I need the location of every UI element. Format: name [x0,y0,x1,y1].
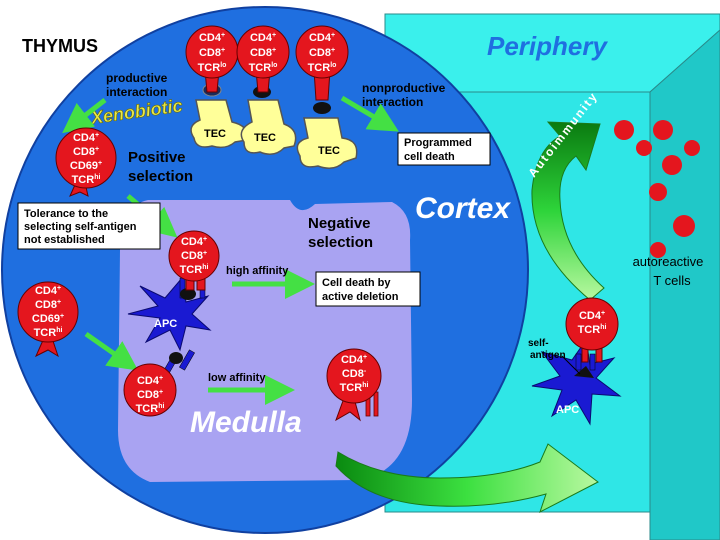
svg-text:CD4+: CD4+ [137,375,163,387]
tolerance-box: Tolerance to the selecting self-antigen … [17,202,161,250]
svg-text:CD4+: CD4+ [181,236,207,248]
svg-text:TCRlo: TCRlo [198,62,227,74]
cell-left-cortex: CD4+ CD8+ CD69+ TCRhi [17,281,79,358]
apc-label-1: APC [154,318,177,330]
positive-selection-label-1: Positive [128,149,186,166]
arrow-nonproductive [340,95,399,132]
svg-text:CD4+: CD4+ [199,32,225,44]
svg-text:CD4+: CD4+ [309,32,335,44]
svg-text:CD4+: CD4+ [341,354,367,366]
active-deletion-box: Cell death by active deletion [315,271,421,307]
tec-cell-2 [240,99,297,155]
svg-text:TCRhi: TCRhi [578,324,607,336]
tolerance-text-3: not established [24,234,105,246]
svg-text:CD8+: CD8+ [73,146,99,158]
tec-label-2: TEC [254,132,276,144]
arrow-productive [62,98,107,134]
high-affinity-label: high affinity [226,265,289,277]
cell-medulla-lower: CD4+ CD8+ TCRhi [123,349,195,417]
autoreactive-dot [653,120,673,140]
autoreactive-dot [614,120,634,140]
programmed-text-1: Programmed [404,137,472,149]
autoimmunity-arrow [531,121,605,301]
productive-label-2: interaction [106,85,167,99]
arrow-to-periphery [335,443,599,514]
nonproductive-label-1: nonproductive [362,81,446,95]
autoreactive-dot [650,242,666,258]
cell-cd4-single-positive: CD4+ CD8- TCRhi [326,348,382,422]
cell-medulla-upper: CD4+ CD8+ TCRhi [168,230,220,291]
tolerance-text-1: Tolerance to the [24,208,108,220]
svg-text:CD8+: CD8+ [309,47,335,59]
cell-positive-selection: CD4+ CD8+ CD69+ TCRhi [55,127,117,197]
apc-medulla-upper: APC [127,276,212,352]
svg-text:CD8+: CD8+ [181,250,207,262]
apc-label-2: APC [556,404,579,416]
svg-text:CD4+: CD4+ [250,32,276,44]
svg-text:CD69+: CD69+ [32,313,64,325]
svg-text:CD4+: CD4+ [35,285,61,297]
programmed-text-2: cell death [404,151,455,163]
svg-text:CD4+: CD4+ [579,310,605,322]
tolerance-text-2: selecting self-antigen [24,221,137,233]
svg-text:CD8+: CD8+ [137,389,163,401]
self-antigen-label-1: self- [528,338,549,349]
cell-periphery: CD4+ TCRhi [565,297,619,363]
tec-cells: TEC TEC TEC [190,83,358,169]
cell-top-2: CD4+ CD8+ TCRlo [236,25,290,93]
periphery-title: Periphery [487,31,608,61]
svg-text:CD8+: CD8+ [199,47,225,59]
autoreactive-dot [649,183,667,201]
autoreactive-dot [673,215,695,237]
tec-receptor-3 [313,102,331,114]
negative-selection-label-1: Negative [308,215,371,232]
autoreactive-label-1: autoreactive [633,254,704,269]
nonproductive-label-2: interaction [362,95,423,109]
svg-text:CD4+: CD4+ [73,132,99,144]
cell-top-3: CD4+ CD8+ TCRlo [295,25,349,101]
productive-label-1: productive [106,71,168,85]
tec-label-3: TEC [318,145,340,157]
arrow-to-medulla-cell [84,331,139,371]
programmed-cell-death-box: Programmed cell death [397,132,491,166]
cell-top-1: CD4+ CD8+ TCRlo [185,25,239,93]
svg-text:TCRhi: TCRhi [34,327,63,339]
tec-cell-3 [296,117,358,169]
svg-text:TCRlo: TCRlo [249,62,278,74]
svg-text:TCRhi: TCRhi [136,403,165,415]
medulla-label: Medulla [190,406,302,439]
positive-selection-label-2: selection [128,168,193,185]
svg-text:CD8+: CD8+ [35,299,61,311]
deletion-text-2: active deletion [322,291,399,303]
self-antigen-label-2: antigen [530,350,566,361]
self-antigen-pointer [561,355,581,375]
svg-text:TCRhi: TCRhi [340,382,369,394]
autoreactive-dot [636,140,652,156]
svg-text:TCRhi: TCRhi [72,174,101,186]
svg-text:CD8-: CD8- [342,368,367,380]
deletion-text-1: Cell death by [322,277,391,289]
negative-selection-label-2: selection [308,234,373,251]
green-arrows [62,95,399,405]
cortex-label: Cortex [415,192,511,225]
autoreactive-cells [614,120,700,258]
autoreactive-dot [662,155,682,175]
thymus-title: THYMUS [22,36,98,56]
low-affinity-label: low affinity [208,372,266,384]
autoreactive-dot [684,140,700,156]
tec-label-1: TEC [204,128,226,140]
autoreactive-label-2: T cells [653,273,691,288]
svg-text:CD69+: CD69+ [70,160,102,172]
svg-text:CD8+: CD8+ [250,47,276,59]
svg-text:TCRlo: TCRlo [308,62,337,74]
svg-text:TCRhi: TCRhi [180,264,209,276]
